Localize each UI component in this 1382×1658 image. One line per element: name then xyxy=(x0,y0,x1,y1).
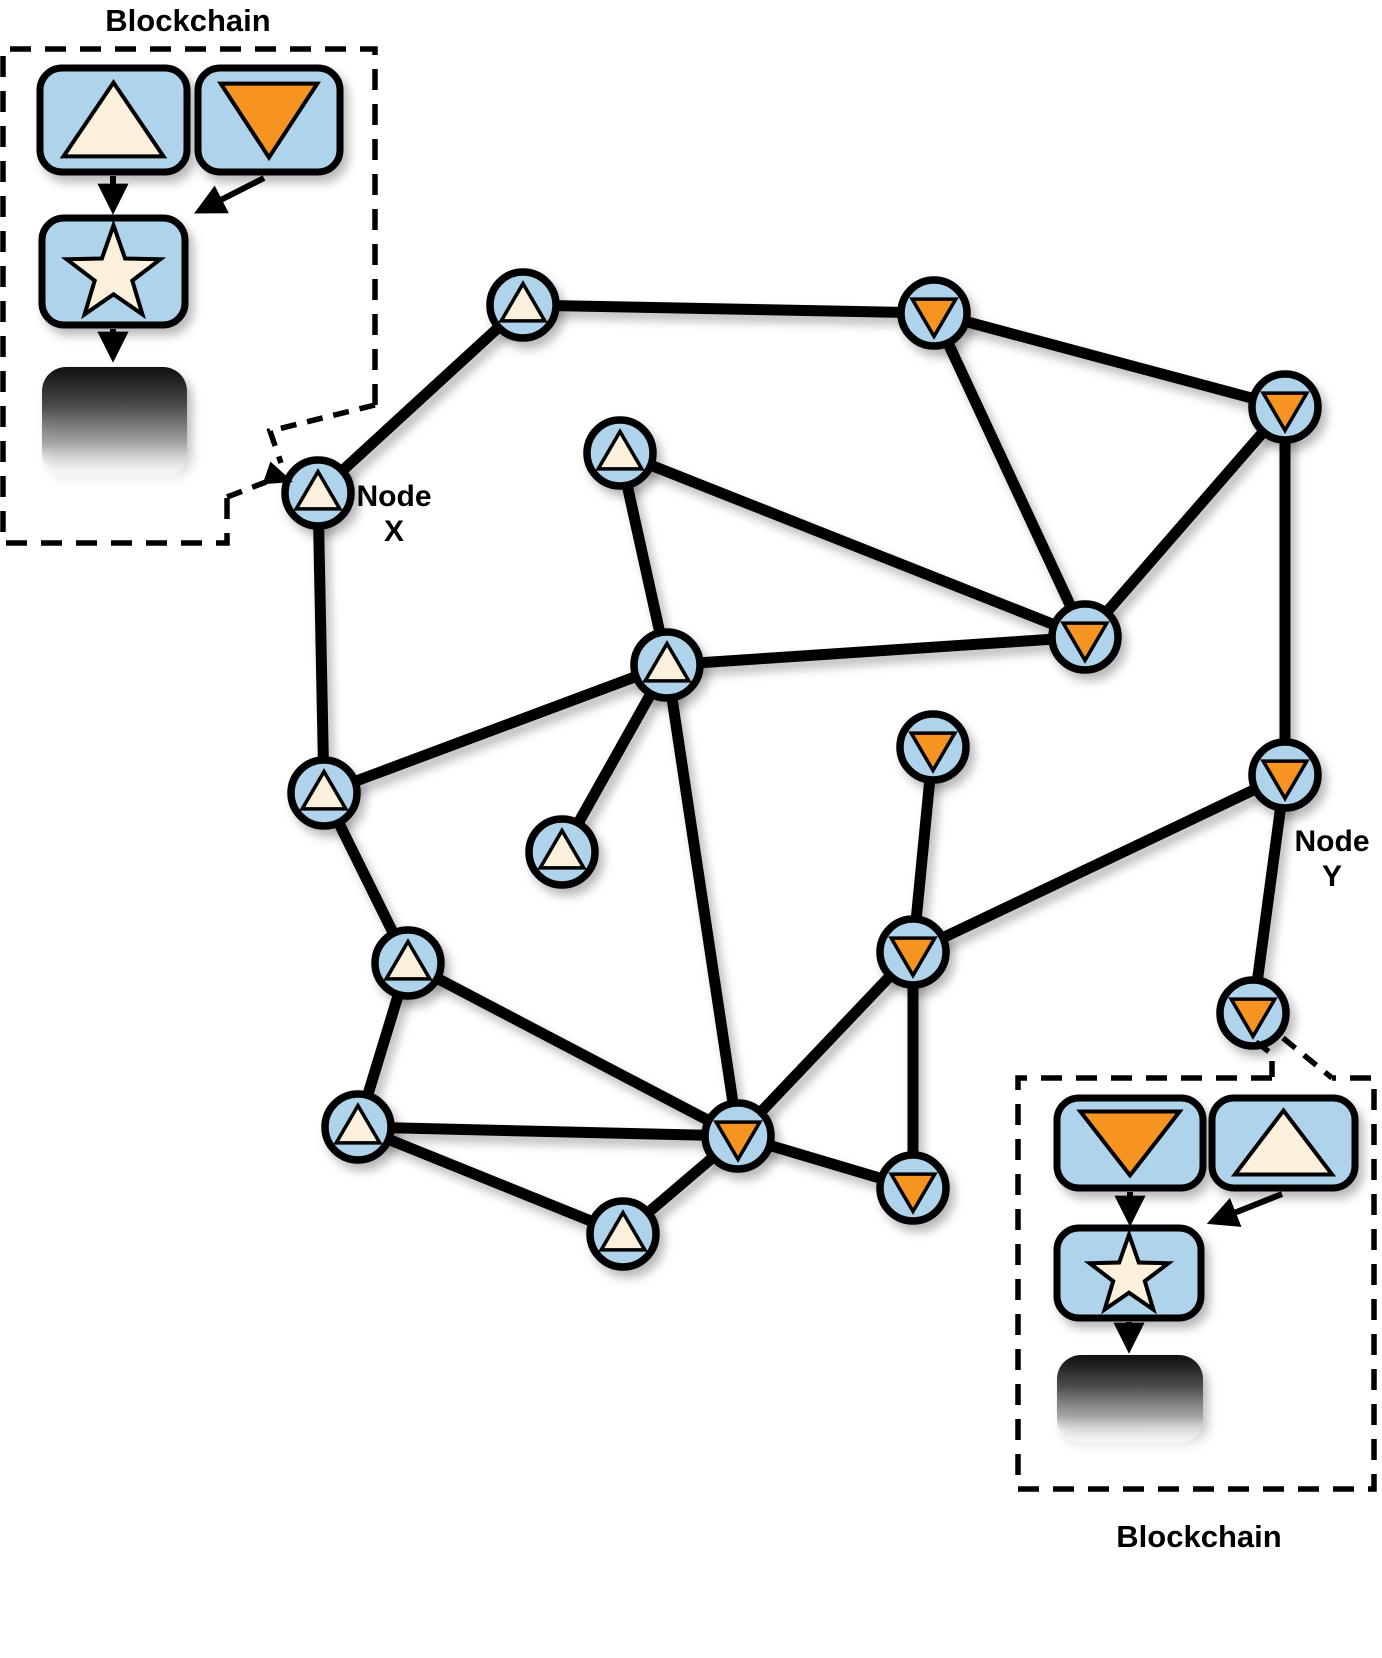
blockchain-legend-boxes xyxy=(0,46,1377,1492)
triangle-down-icon xyxy=(888,1172,938,1215)
node-p15 xyxy=(701,1099,775,1173)
chain-history-gradient-block xyxy=(1057,1355,1203,1443)
callout-dash-line xyxy=(1281,1035,1334,1081)
network-edge xyxy=(1079,401,1291,643)
callout-dash-line xyxy=(226,479,267,500)
network-edge xyxy=(517,299,940,319)
block-stack xyxy=(36,64,344,477)
triangle-down-icon xyxy=(1076,1109,1184,1179)
node-p5 xyxy=(583,416,657,490)
node-p12 xyxy=(371,926,445,1000)
node-p16 xyxy=(586,1197,660,1271)
network-edge xyxy=(732,946,919,1142)
node-p1 xyxy=(486,268,560,342)
triangle-down-icon xyxy=(713,1120,763,1163)
triangle-up-icon xyxy=(642,640,692,683)
triangle-up-icon xyxy=(299,768,349,811)
dashed-outline xyxy=(1015,1075,1377,1492)
triangle-up-icon xyxy=(498,280,548,323)
node-p9 xyxy=(287,756,361,830)
network-edge xyxy=(312,487,330,799)
triangle-down-icon xyxy=(1060,621,1110,664)
dashed-outline xyxy=(0,46,378,546)
triangle-up-icon xyxy=(333,1102,383,1145)
network-edge xyxy=(907,769,1291,958)
network-edge xyxy=(318,659,673,799)
network-edge xyxy=(661,659,744,1142)
callout-dash-line xyxy=(1254,1039,1275,1078)
network-edge xyxy=(661,631,1091,671)
node-p7 xyxy=(630,628,704,702)
block-arrow xyxy=(1206,1191,1284,1227)
network-edge xyxy=(352,1121,744,1142)
network-edge xyxy=(402,957,744,1142)
callout-dash-line xyxy=(266,402,376,464)
node-p2 xyxy=(897,276,971,350)
triangle-up-icon xyxy=(383,938,433,981)
network-edge xyxy=(312,299,529,499)
node-p14 xyxy=(321,1090,395,1164)
blockchain-title-bottom-right: Blockchain xyxy=(1116,1519,1281,1554)
chain-history-gradient-block xyxy=(42,367,187,477)
blockchain-box-bottom-right xyxy=(1015,1035,1377,1492)
node-p10 xyxy=(896,710,970,784)
triangle-down-icon xyxy=(1260,759,1310,802)
node-p18 xyxy=(1216,976,1290,1050)
blockchain-box-top-left xyxy=(0,46,378,546)
triangle-up-icon xyxy=(293,468,343,511)
node-node-y xyxy=(1248,738,1322,812)
triangle-up-icon xyxy=(1230,1107,1337,1177)
block-arrow xyxy=(194,175,266,214)
triangle-down-icon xyxy=(908,731,958,774)
callout-arrowhead-icon xyxy=(262,461,293,485)
network-edge xyxy=(1247,769,1291,1019)
triangle-down-icon xyxy=(888,936,938,979)
triangle-down-icon xyxy=(1260,391,1310,434)
network-nodes xyxy=(281,268,1322,1271)
star-icon xyxy=(60,219,167,320)
node-p3 xyxy=(1248,370,1322,444)
network-edge xyxy=(352,1121,629,1240)
triangle-up-icon xyxy=(59,78,168,159)
blockchain-title-top-left: Blockchain xyxy=(105,3,270,38)
node-p13 xyxy=(876,915,950,989)
network-edge xyxy=(928,307,1091,643)
node-p11 xyxy=(525,815,599,889)
triangle-up-icon xyxy=(595,428,645,471)
triangle-up-icon xyxy=(598,1209,648,1252)
node-p6 xyxy=(1048,600,1122,674)
network-edge xyxy=(928,307,1291,413)
node-node-x xyxy=(281,456,355,530)
triangle-up-icon xyxy=(537,827,587,870)
triangle-down-icon xyxy=(1228,997,1278,1040)
triangle-down-icon xyxy=(217,81,321,162)
star-icon xyxy=(1083,1228,1175,1315)
network-edge xyxy=(614,447,1091,643)
node-p17 xyxy=(876,1151,950,1225)
triangle-down-icon xyxy=(909,297,959,340)
block-stack xyxy=(1053,1094,1359,1443)
